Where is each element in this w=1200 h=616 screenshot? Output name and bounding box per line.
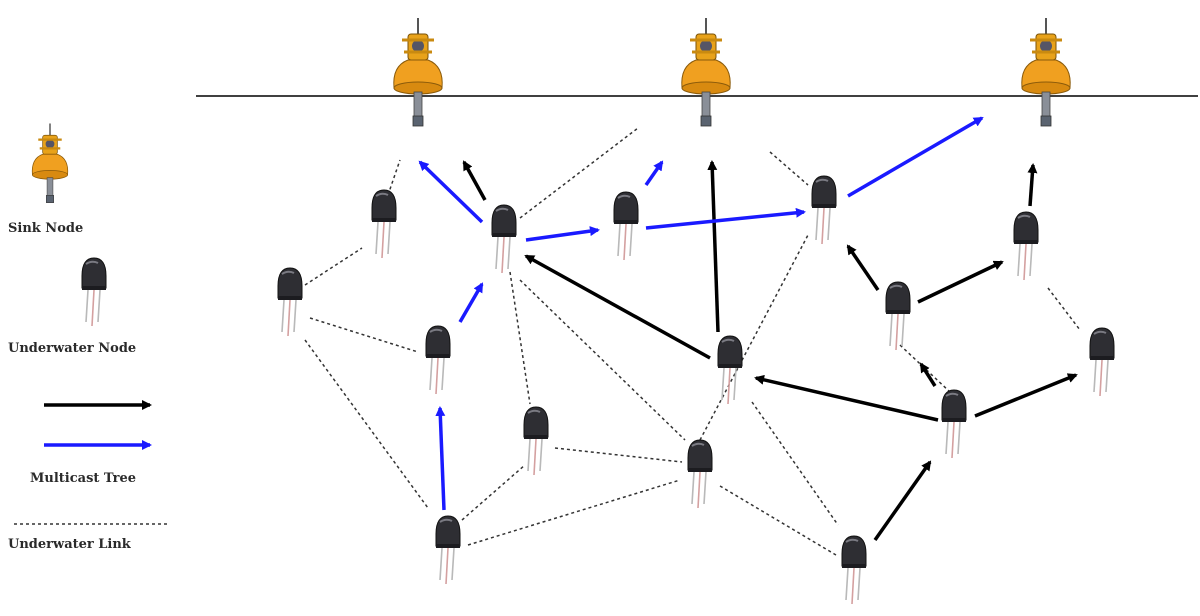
underwater-link [519,279,686,441]
underwater-link [509,271,531,405]
legend: Sink Node Underwater Node Multicast Tree… [8,122,170,552]
sensor-node-icon [1013,211,1039,281]
underwater-nodes [277,175,1115,605]
sensor-node-icon [687,439,713,509]
multicast-arrow [644,160,664,186]
underwater-link [467,479,681,546]
sensor-node-icon [523,406,549,476]
buoy-icon [392,16,444,128]
multicast-arrow [525,226,600,242]
multicast-arrow [847,116,984,198]
buoy-icon [680,16,732,128]
underwater-link [719,485,837,556]
sensor-node-icon [371,189,397,259]
underwater-link [699,234,809,441]
legend-link-label: Underwater Link [8,537,132,552]
tree-arrow [462,160,487,201]
tree-arrow [524,254,711,360]
sensor-node-icon [81,257,107,327]
underwater-link [769,151,809,186]
underwater-link [387,159,401,196]
tree-arrow [873,460,932,542]
tree-arrow [754,374,939,422]
sensor-node-icon [1089,327,1115,397]
tree-arrows [462,160,1078,542]
sensor-node-icon [425,325,451,395]
buoy-icon [1020,16,1072,128]
sensor-node-icon [841,535,867,605]
tree-arrow [974,373,1078,418]
underwater-link [519,127,639,219]
tree-arrow [917,260,1004,304]
tree-arrow [919,362,937,387]
legend-sink-label: Sink Node [8,221,83,236]
underwater-link [461,464,526,521]
underwater-link [751,401,839,526]
legend-underwater-label: Underwater Node [8,341,136,356]
multicast-arrow [435,406,446,511]
sensor-node-icon [491,204,517,274]
underwater-links [304,127,1081,556]
buoy-icon [31,122,69,204]
tree-arrow [707,160,720,333]
multicast-arrow [645,207,806,230]
sink-nodes [392,16,1072,128]
legend-multicast-label: Multicast Tree [30,471,136,486]
underwater-link [1047,287,1081,331]
sensor-node-icon [885,281,911,351]
sensor-node-icon [717,335,743,405]
multicast-arrow [418,160,484,224]
underwater-link [309,317,419,353]
underwater-link [554,447,683,463]
sensor-node-icon [941,389,967,459]
sensor-node-icon [435,515,461,585]
sensor-node-icon [811,175,837,245]
underwater-link [304,247,363,286]
multicast-arrows [418,116,984,511]
tree-arrow [846,244,880,291]
sensor-node-icon [277,267,303,337]
underwater-link [304,339,429,509]
tree-arrow [1027,163,1038,207]
multicast-arrow [458,282,484,323]
sensor-node-icon [613,191,639,261]
